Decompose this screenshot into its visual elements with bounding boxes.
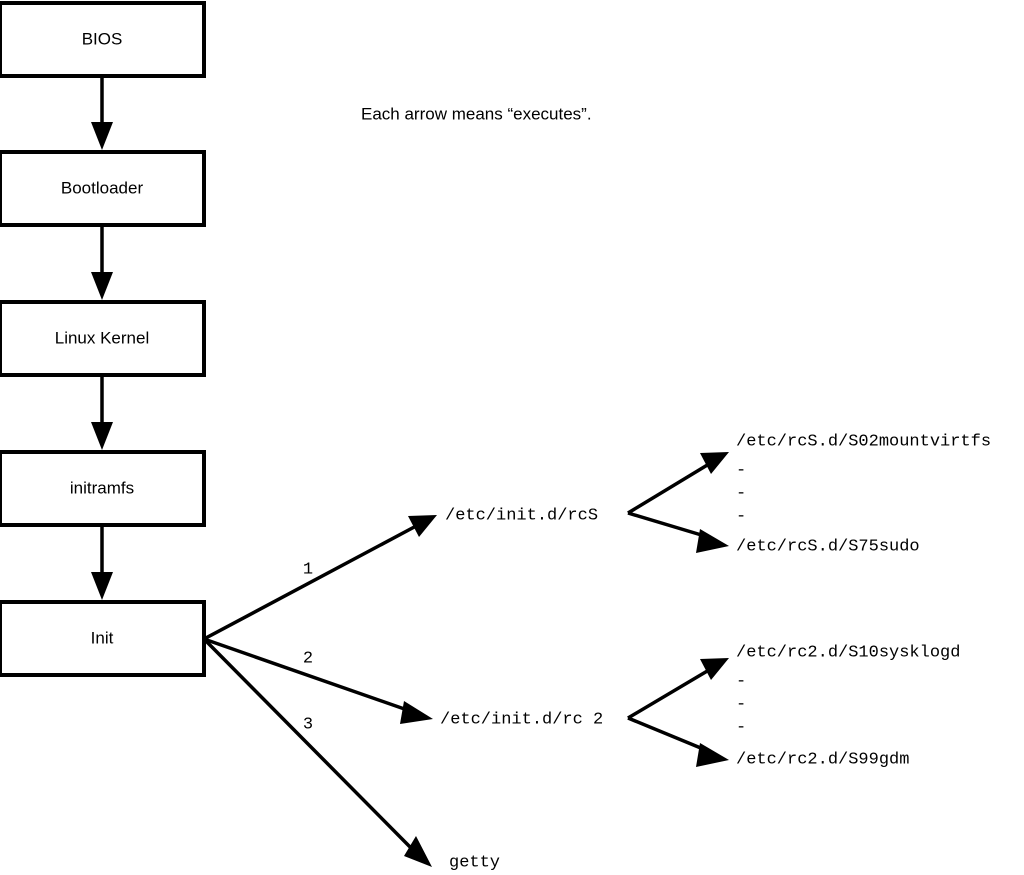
branch-number-2: 2 [303, 649, 313, 668]
node-bios[interactable]: BIOS [0, 1, 206, 78]
arrow-init-to-getty [202, 637, 432, 867]
rcs-ellipsis-dash-1: - [736, 461, 746, 480]
arrow-rcs-to-last-script [627, 511, 729, 553]
rc2-ellipsis-dash-2: - [736, 695, 746, 714]
arrow-rcs-to-first-script [627, 452, 729, 515]
init-label: Init [91, 628, 114, 647]
bootloader-box[interactable] [0, 150, 206, 227]
rcs-ellipsis-dash-2: - [736, 484, 746, 503]
bios-box[interactable] [0, 1, 206, 78]
arrow-bootloader-to-kernel [91, 225, 113, 300]
target-label-rc2: /etc/init.d/rc 2 [440, 710, 603, 729]
node-init[interactable]: Init [0, 600, 206, 677]
initramfs-box[interactable] [0, 450, 206, 527]
caption-text: Each arrow means “executes”. [361, 104, 592, 123]
arrow-rc2-to-first-script [627, 658, 729, 720]
target-label-rcs: /etc/init.d/rcS [445, 506, 598, 525]
arrow-initramfs-to-init [91, 525, 113, 600]
init-box[interactable] [0, 600, 206, 677]
initramfs-label: initramfs [70, 478, 134, 497]
node-initramfs[interactable]: initramfs [0, 450, 206, 527]
branch-number-3: 3 [303, 715, 313, 734]
rc2-ellipsis-dash-1: - [736, 672, 746, 691]
arrow-init-to-rcs [203, 515, 437, 641]
rc2-script-first: /etc/rc2.d/S10sysklogd [736, 643, 960, 662]
rc2-script-last: /etc/rc2.d/S99gdm [736, 750, 909, 769]
arrow-init-to-rc2 [203, 637, 433, 724]
rcs-script-last: /etc/rcS.d/S75sudo [736, 537, 920, 556]
linux-kernel-label: Linux Kernel [55, 328, 150, 347]
arrow-bios-to-bootloader [91, 76, 113, 150]
bios-label: BIOS [82, 29, 123, 48]
rcs-script-first: /etc/rcS.d/S02mountvirtfs [736, 432, 991, 451]
bootloader-label: Bootloader [61, 178, 144, 197]
arrow-rc2-to-last-script [627, 716, 729, 767]
target-label-getty: getty [449, 853, 500, 872]
node-linux-kernel[interactable]: Linux Kernel [0, 300, 206, 377]
arrow-kernel-to-initramfs [91, 375, 113, 450]
rc2-ellipsis-dash-3: - [736, 718, 746, 737]
node-bootloader[interactable]: Bootloader [0, 150, 206, 227]
branch-number-1: 1 [303, 560, 313, 579]
linux-kernel-box[interactable] [0, 300, 206, 377]
rcs-ellipsis-dash-3: - [736, 507, 746, 526]
